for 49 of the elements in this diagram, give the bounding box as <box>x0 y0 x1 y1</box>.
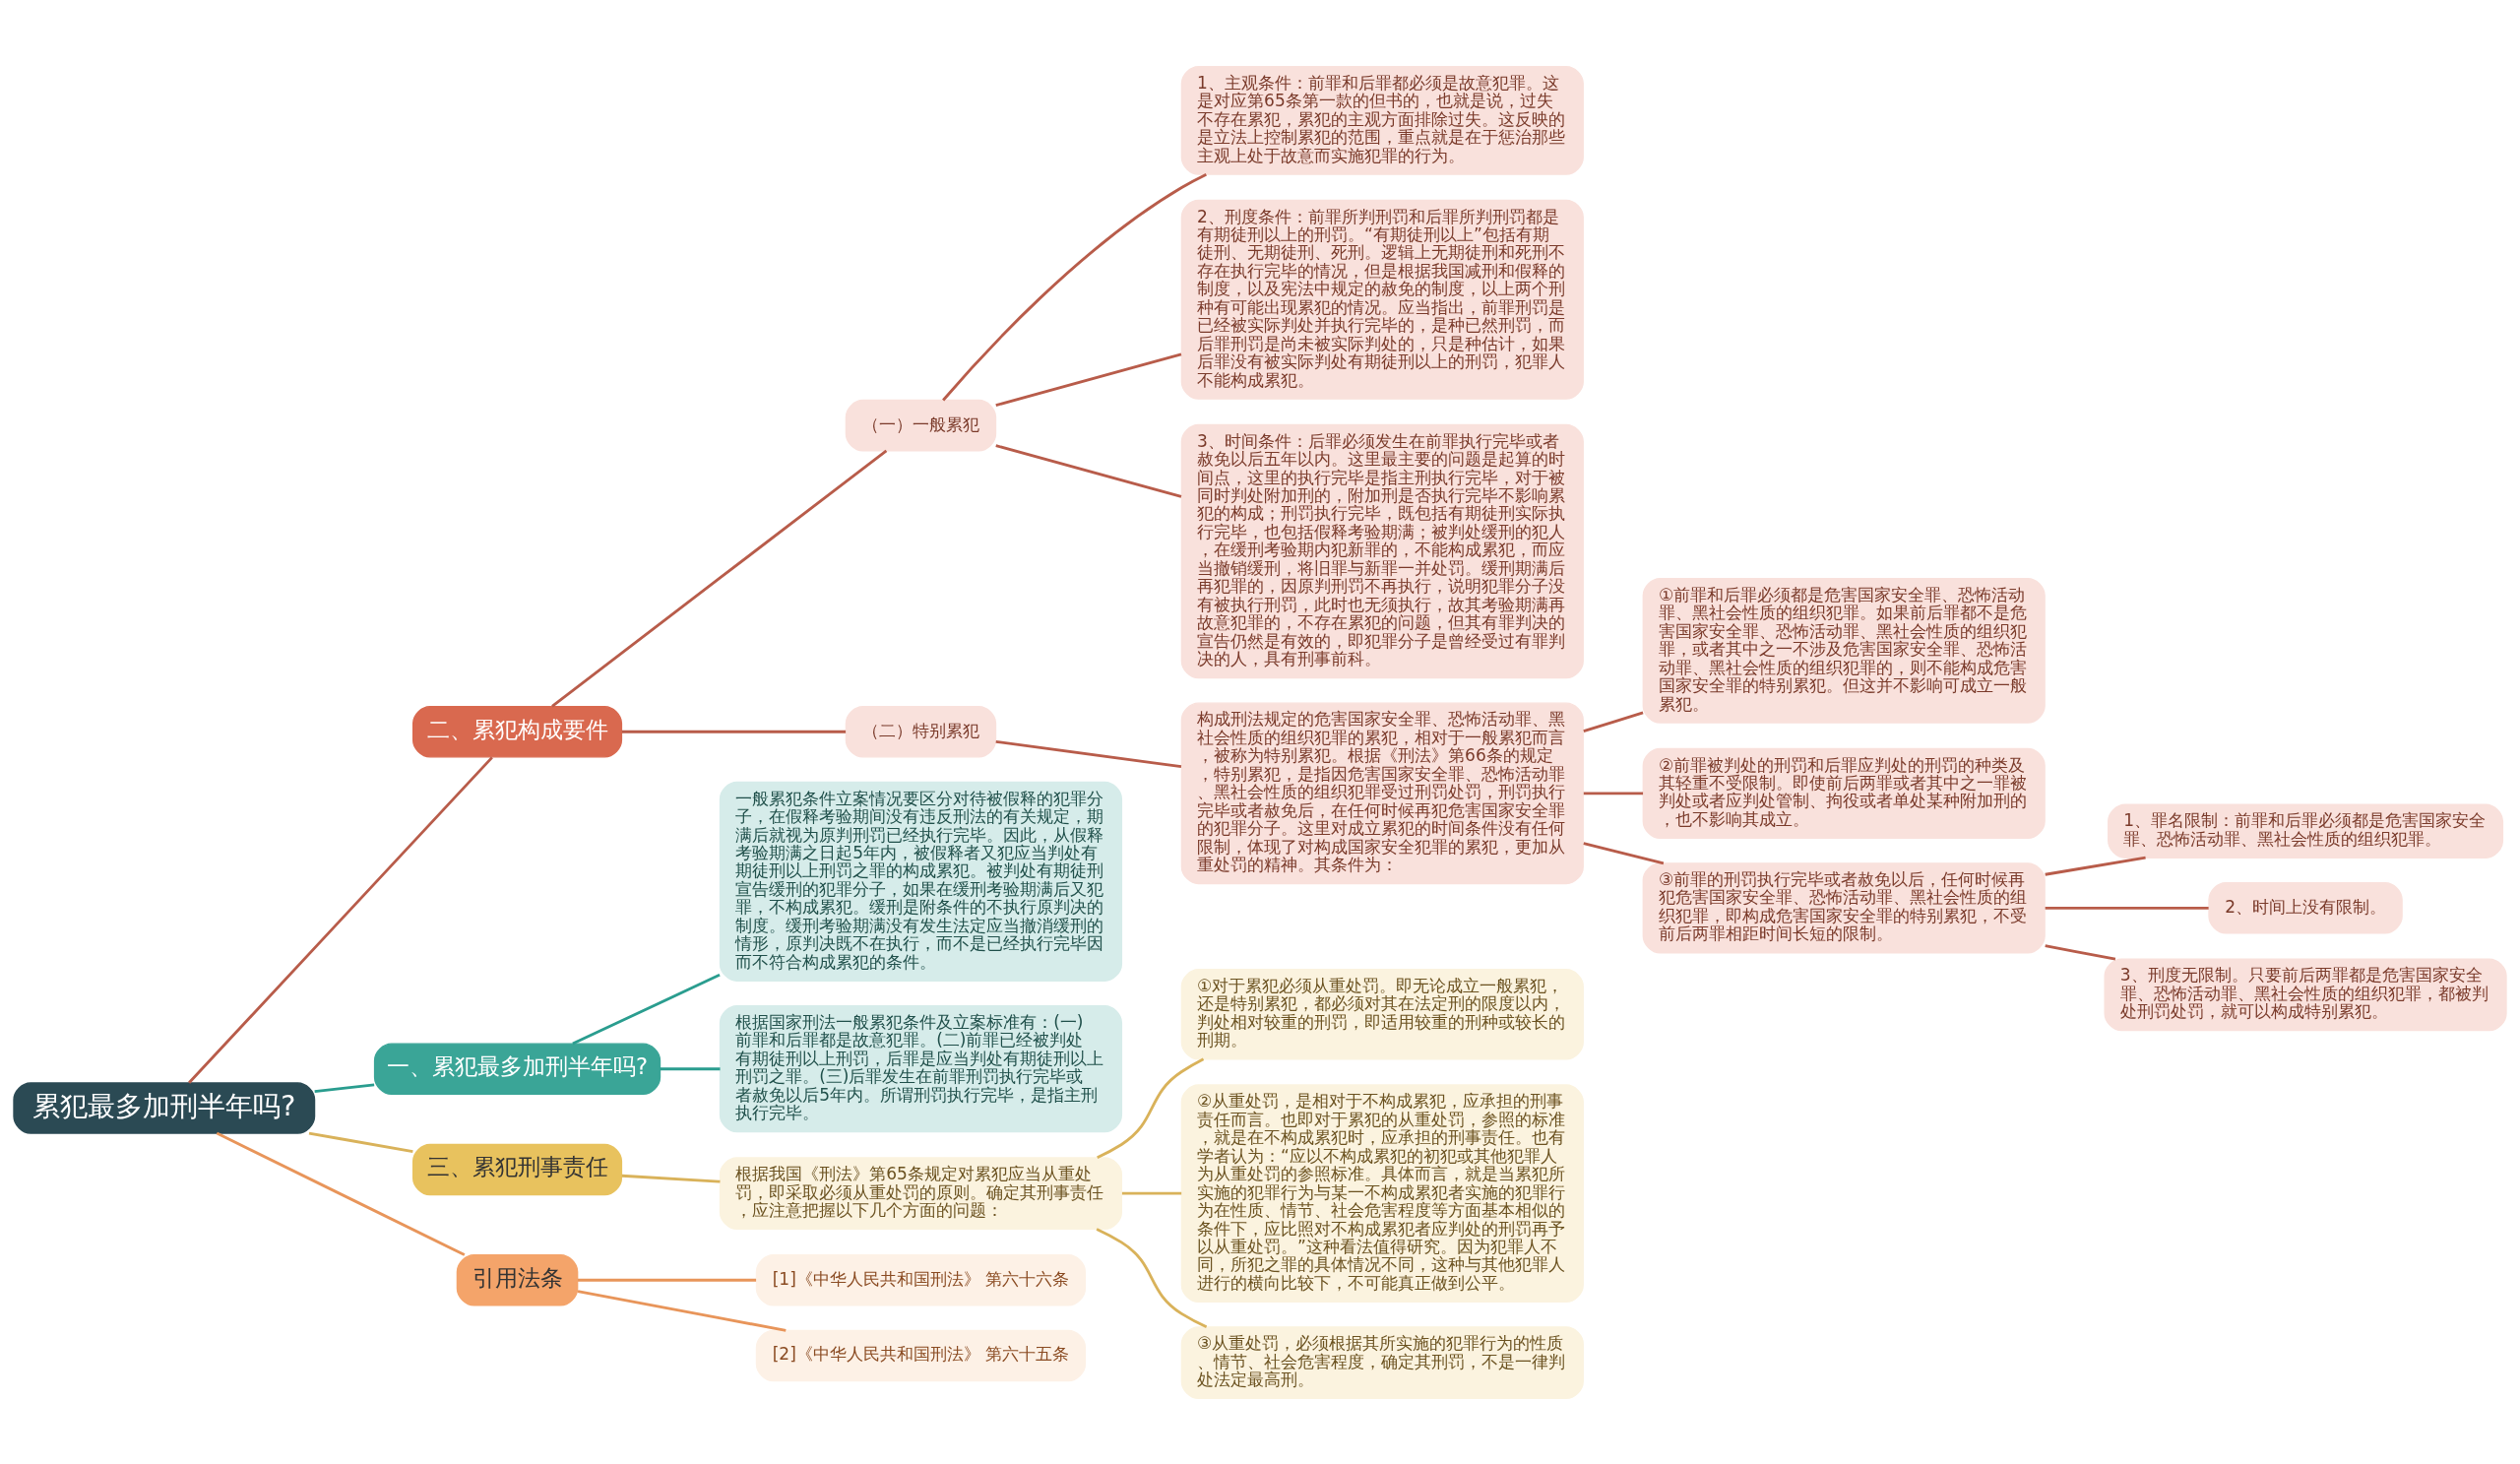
connector <box>308 1131 413 1153</box>
node-box: ③从重处罚，必须根据其所实施的犯罪行为的性质、情节、社会危害程度，确定其刑罚，不是一律判处法定最高刑。 <box>1180 1325 1584 1399</box>
node-box: （一）一般累犯 <box>845 399 997 451</box>
connector <box>578 1278 757 1282</box>
node-box: 3、时间条件：后罪必须发生在前罪执行完毕或者赦免以后五年以内。这里最主要的问题是起算的时间点，这里的执行完毕是指主刑执行完毕，对于被同时判处附加刑的，附加刑是否执行完毕不影响累犯的构成；刑罚执行完毕，既包括有期徒刑实际执行完毕，也包括假释考验期满；被判处缓刑的犯人，在缓刑考验期内犯新罪的，不能构成累犯，而应当撤销缓刑，将旧罪与新罪一并处罚。缓刑期满后再犯罪的，因原判刑罚不再执行，说明犯罪分子没有被执行刑罚，此时也无须执行，故其考验期满再故意犯罪的，不存在累犯的问题，但其有罪判决的宣告仍然是有效的，即犯罪分子是曾经受过有罪判决的人，具有刑事前科。 <box>1180 423 1584 678</box>
node-box: 二、累犯构成要件 <box>412 705 623 758</box>
connector <box>1096 1227 1208 1328</box>
node-box: 一、累犯最多加刑半年吗? <box>373 1042 662 1095</box>
node-box: 根据我国《刑法》第65条规定对累犯应当从重处罚，即采取必须从重处罚的原则。确定其刑事责任，应注意把握以下几个方面的问题： <box>719 1156 1123 1230</box>
node-box: 2、刑度条件：前罪所判刑罚和后罪所判刑罚都是有期徒刑以上的刑罚。“有期徒刑以上”包括有期徒刑、无期徒刑、死刑。逻辑上无期徒刑和死刑不存在执行完毕的情况，但是根据我国减刑和假释的制度，以及宪法中规定的赦免的制度，以上两个刑种有可能出现累犯的情况。应当指出，前罪刑罚是已经被实际判处并执行完毕的，是种已然刑罚，而后罪刑罚是尚未被实际判处的，只是种估计，如果后罪没有被实际判处有期徒刑以上的刑罚，犯罪人不能构成累犯。 <box>1180 199 1584 400</box>
connector <box>995 352 1182 407</box>
connector <box>1121 1191 1182 1195</box>
node-box: ②前罪被判处的刑罚和后罪应判处的刑罚的种类及其轻重不受限制。即使前后两罪或者其中之一罪被判处或者应判处管制、拘役或者单处某种附加刑的，也不影响其成立。 <box>1642 747 2046 839</box>
connector <box>2045 906 2209 910</box>
connector <box>1097 1057 1205 1159</box>
connector <box>1583 791 1644 795</box>
node-box: 三、累犯刑事责任 <box>412 1143 623 1195</box>
connector <box>942 172 1207 401</box>
node-box: 一般累犯条件立案情况要区分对待被假释的犯罪分子，在假释考验期间没有违反刑法的有关规定，期满后就视为原判刑罚已经执行完毕。因此，从假释考验期满之日起5年内，被假释者又犯应当判处有期徒刑以上刑罚之罪的构成累犯。被判处有期徒刑宣告缓刑的犯罪分子，如果在缓刑考验期满后又犯罪，不构成累犯。缓刑是附条件的不执行原判决的制度。缓刑考验期满没有发生法定应当撤消缓刑的情形，原判决既不在执行，而不是已经执行完毕因而不符合构成累犯的条件。 <box>719 781 1123 982</box>
node-box: 累犯最多加刑半年吗? <box>13 1081 316 1134</box>
node-box: ①前罪和后罪必须都是危害国家安全罪、恐怖活动罪、黑社会性质的组织犯罪。如果前后罪都不是危害国家安全罪、恐怖活动罪、黑社会性质的组织犯罪，或者其中之一不涉及危害国家安全罪、恐怖活动罪、黑社会性质的组织犯罪的，则不能构成危害国家安全罪的特别累犯。但这并不影响可成立一般累犯。 <box>1642 577 2046 724</box>
node-box: 2、时间上没有限制。 <box>2208 881 2403 934</box>
node-box: ②从重处罚，是相对于不构成累犯，应承担的刑事责任而言。也即对于累犯的从重处罚，参照的标准，就是在不构成累犯时，应承担的刑事责任。也有学者认为：“应以不构成累犯的初犯或其他犯罪人为从重处罚的参照标准。具体而言，就是当累犯所实施的犯罪行为与某一不构成累犯者实施的犯罪行为在性质、情节、社会危害程度等方面基本相似的条件下，应比照对不构成累犯者应判处的刑罚再予以从重处罚。”这种看法值得研究。因为犯罪人不同，所犯之罪的具体情况不同，这种与其他犯罪人进行的横向比较下，不可能真正做到公平。 <box>1180 1083 1584 1303</box>
connector <box>572 973 721 1045</box>
node-box: [1]《中华人民共和国刑法》 第六十六条 <box>755 1253 1087 1306</box>
node-box: 根据国家刑法一般累犯条件及立案标准有：(一)前罪和后罪都是故意犯罪。(二)前罪已经被判处有期徒刑以上刑罚，后罪是应当判处有期徒刑以上刑罚之罪。(三)后罪发生在前罪刑罚执行完毕或者赦免以后5年内。所谓刑罚执行完毕，是指主刑执行完毕。 <box>719 1004 1123 1132</box>
connector <box>2045 856 2146 876</box>
node-box: ①对于累犯必须从重处罚。即无论成立一般累犯，还是特别累犯，都必须对其在法定刑的限度以内，判处相对较重的刑罚，即适用较重的刑种或较长的刑期。 <box>1180 968 1584 1059</box>
node-box: ③前罪的刑罚执行完毕或者赦免以后，任何时候再犯危害国家安全罪、恐怖活动罪、黑社会性质的组织犯罪，即构成危害国家安全罪的特别累犯，不受前后两罪相距时间长短的限制。 <box>1642 861 2046 953</box>
node-box: （二）特别累犯 <box>845 705 997 758</box>
connector <box>995 443 1182 498</box>
connector <box>621 1174 721 1183</box>
connector <box>1583 841 1665 864</box>
node-box: 构成刑法规定的危害国家安全罪、恐怖活动罪、黑社会性质的组织犯罪的累犯，相对于一般累犯而言，被称为特别累犯。根据《刑法》第66条的规定，特别累犯，是指因危害国家安全罪、恐怖活动罪、黑社会性质的组织犯罪受过刑罚处罚，刑罚执行完毕或者赦免后，在任何时候再犯危害国家安全罪的犯罪分子。这里对成立累犯的时间条件没有任何限制，体现了对构成国家安全犯罪的累犯，更加从重处罚的精神。其条件为： <box>1180 701 1584 884</box>
node-box: [2]《中华人民共和国刑法》 第六十五条 <box>755 1329 1087 1381</box>
connector <box>1583 711 1644 732</box>
connector <box>188 755 493 1084</box>
connector <box>551 449 888 707</box>
node-box: 引用法条 <box>456 1253 579 1306</box>
connector <box>216 1131 466 1256</box>
connector <box>660 1066 721 1070</box>
node-box: 1、主观条件：前罪和后罪都必须是故意犯罪。这是对应第65条第一款的但书的，也就是说，过失不存在累犯，累犯的主观方面排除过失。这反映的是立法上控制累犯的范围，重点就是在于惩治那些主观上处于故意而实施犯罪的行为。 <box>1180 65 1584 175</box>
connector <box>995 739 1182 768</box>
connector <box>621 730 847 733</box>
node-box: 3、刑度无限制。只要前后两罪都是危害国家安全罪、恐怖活动罪、黑社会性质的组织犯罪，都被判处刑罚处罚，就可以构成特别累犯。 <box>2104 957 2507 1031</box>
connector <box>577 1289 787 1332</box>
connector <box>314 1082 375 1093</box>
connector <box>2045 943 2116 961</box>
node-box: 1、罪名限制：前罪和后罪必须都是危害国家安全罪、恐怖活动罪、黑社会性质的组织犯罪。 <box>2108 802 2504 859</box>
